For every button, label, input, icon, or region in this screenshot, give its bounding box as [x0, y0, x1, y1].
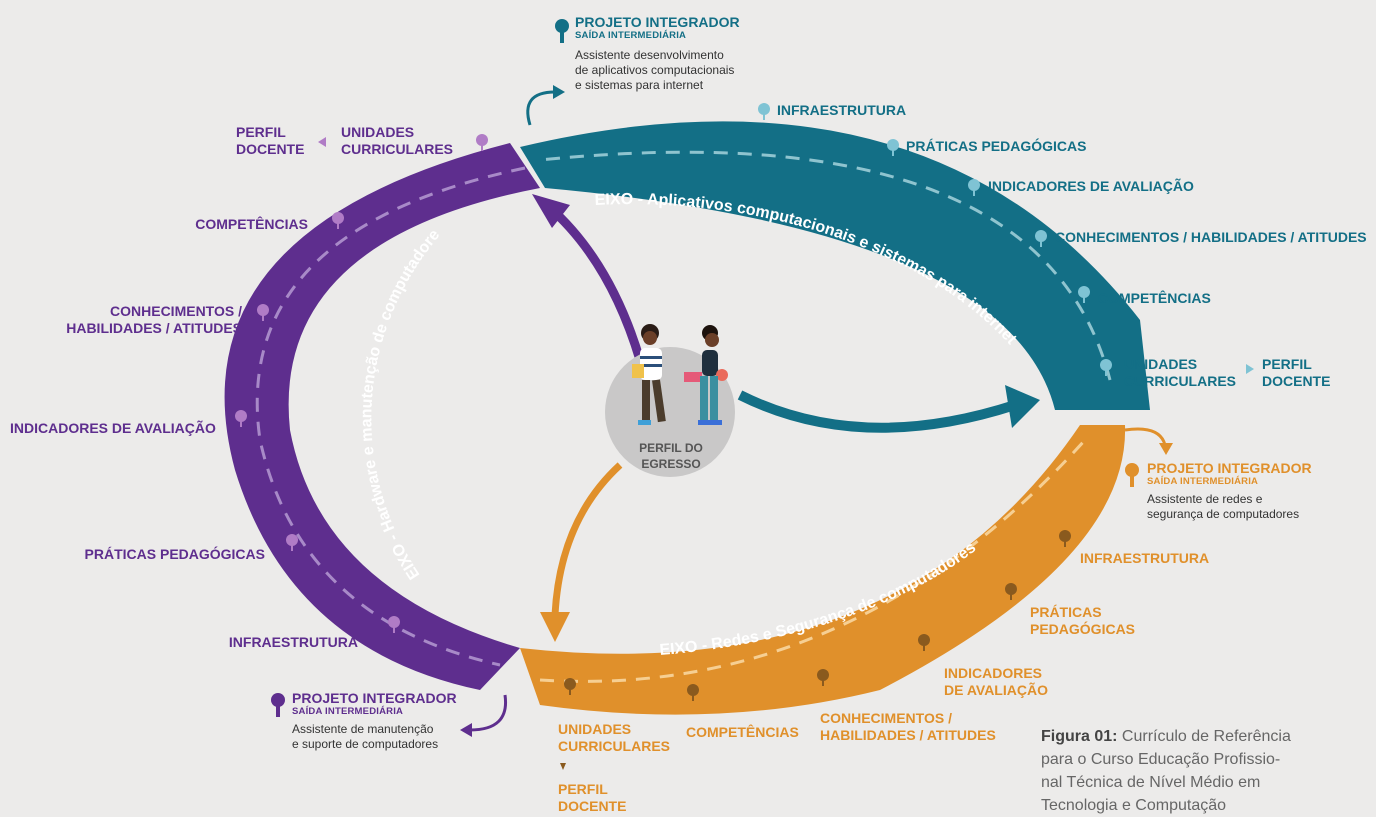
teal-triangle-pointer-icon	[1246, 364, 1254, 374]
location-pin-icon	[1100, 359, 1112, 376]
purple-competencias-label: COMPETÊNCIAS	[195, 216, 308, 232]
purple-arrow-head	[532, 194, 570, 228]
purple-axis-title: EIXO - Hardware e manutenção de computad…	[0, 0, 443, 582]
teal-praticas-label: PRÁTICAS PEDAGÓGICAS	[906, 138, 1087, 154]
purple-unidades-label: UNIDADES CURRICULARES	[341, 124, 453, 157]
purple-conhecimentos-label: CONHECIMENTOS / HABILIDADES / ATITUDES	[66, 303, 242, 336]
teal-curved-arrow-head	[553, 85, 565, 99]
orange-projeto-pin-icon	[1125, 463, 1139, 487]
purple-projeto-desc: Assistente de manutenção e suporte de co…	[292, 722, 439, 751]
students-illustration	[632, 324, 728, 425]
perfil-do-egresso-label: PERFIL DO EGRESSO	[639, 441, 703, 471]
teal-projeto-integrador: PROJETO INTEGRADOR SAÍDA INTERMEDIÁRIA A…	[575, 14, 740, 93]
orange-indicadores-label: INDICADORES DE AVALIAÇÃO	[944, 665, 1048, 698]
teal-conhecimentos-label: CONHECIMENTOS / HABILIDADES / ATITUDES	[1055, 229, 1367, 245]
teal-perfil-docente-label: PERFIL DOCENTE	[1262, 356, 1331, 389]
teal-projeto-subtitle: SAÍDA INTERMEDIÁRIA	[575, 30, 687, 41]
purple-pins	[235, 134, 488, 633]
location-pin-icon	[1059, 530, 1071, 547]
teal-dashed-path	[539, 150, 1112, 381]
orange-projeto-desc: Assistente de redes e segurança de compu…	[1147, 492, 1300, 521]
teal-competencias-label: COMPETÊNCIAS	[1098, 290, 1211, 306]
location-pin-icon	[564, 678, 576, 695]
orange-unidades-label: UNIDADES CURRICULARES	[558, 721, 670, 754]
purple-perfil-docente-label: PERFIL DOCENTE	[236, 124, 305, 157]
purple-projeto-integrador: PROJETO INTEGRADOR SAÍDA INTERMEDIÁRIA A…	[292, 690, 457, 752]
location-pin-icon	[887, 139, 899, 156]
location-pin-icon	[758, 103, 770, 120]
location-pin-icon	[388, 616, 400, 633]
orange-competencias-label: COMPETÊNCIAS	[686, 724, 799, 740]
caption-text: Currículo de Referência para o Curso Edu…	[1041, 728, 1291, 814]
orange-curved-arrow-head	[1159, 443, 1173, 455]
teal-projeto-desc: Assistente desenvolvimento de aplicativo…	[575, 48, 735, 92]
teal-pins	[758, 103, 1112, 376]
location-pin-icon	[918, 634, 930, 651]
purple-triangle-pointer-icon	[318, 137, 326, 147]
teal-unidades-label: UNIDADES CURRICULARES	[1124, 356, 1236, 389]
orange-pins	[564, 530, 1071, 701]
orange-arrow	[551, 462, 623, 616]
orange-conhecimentos-label: CONHECIMENTOS / HABILIDADES / ATITUDES	[820, 710, 996, 743]
teal-arrow	[737, 390, 1017, 433]
orange-infraestrutura-label: INFRAESTRUTURA	[1080, 550, 1210, 566]
purple-dashed-path	[255, 166, 526, 667]
orange-projeto-subtitle: SAÍDA INTERMEDIÁRIA	[1147, 476, 1259, 487]
purple-projeto-pin-icon	[271, 693, 285, 717]
location-pin-icon	[235, 410, 247, 427]
orange-arrow-head	[540, 612, 570, 642]
location-pin-icon	[817, 669, 829, 686]
orange-projeto-integrador: PROJETO INTEGRADOR SAÍDA INTERMEDIÁRIA A…	[1147, 460, 1312, 522]
purple-indicadores-label: INDICADORES DE AVALIAÇÃO	[10, 420, 216, 436]
location-pin-icon	[687, 684, 699, 701]
teal-curved-arrow-icon	[526, 90, 556, 126]
orange-triangle-pointer-icon	[560, 763, 566, 770]
location-pin-icon	[476, 134, 488, 151]
purple-arrow	[545, 202, 645, 362]
location-pin-icon	[968, 179, 980, 196]
location-pin-icon	[286, 534, 298, 551]
purple-praticas-label: PRÁTICAS PEDAGÓGICAS	[84, 546, 265, 562]
purple-infraestrutura-label: INFRAESTRUTURA	[228, 634, 358, 650]
location-pin-icon	[1005, 583, 1017, 600]
orange-curved-arrow-icon	[1124, 427, 1167, 446]
location-pin-icon	[1078, 286, 1090, 303]
location-pin-icon	[257, 304, 269, 321]
orange-axis-band	[520, 425, 1126, 715]
figure-caption: Figura 01: Currículo de Referência para …	[1041, 725, 1376, 817]
orange-perfil-docente-label: PERFIL DOCENTE	[558, 781, 627, 814]
purple-axis-title-path: EIXO - Hardware e manutenção de computad…	[0, 0, 443, 582]
teal-projeto-pin-icon	[555, 19, 569, 43]
orange-dashed-path	[539, 438, 1087, 683]
purple-curved-arrow-head	[460, 723, 472, 737]
location-pin-icon	[332, 212, 344, 229]
teal-arrow-head	[1005, 385, 1040, 428]
teal-indicadores-label: INDICADORES DE AVALIAÇÃO	[988, 178, 1194, 194]
location-pin-icon	[1035, 230, 1047, 247]
orange-praticas-label: PRÁTICAS PEDAGÓGICAS	[1030, 604, 1136, 637]
purple-projeto-title: PROJETO INTEGRADOR	[292, 690, 457, 706]
teal-projeto-title: PROJETO INTEGRADOR	[575, 14, 740, 30]
teal-infraestrutura-label: INFRAESTRUTURA	[777, 102, 907, 118]
purple-axis-band	[224, 143, 540, 690]
teal-axis-band	[520, 121, 1150, 410]
orange-projeto-title: PROJETO INTEGRADOR	[1147, 460, 1312, 476]
caption-bold: Figura 01:	[1041, 728, 1118, 745]
purple-projeto-subtitle: SAÍDA INTERMEDIÁRIA	[292, 706, 404, 717]
purple-curved-arrow-icon	[469, 694, 508, 732]
